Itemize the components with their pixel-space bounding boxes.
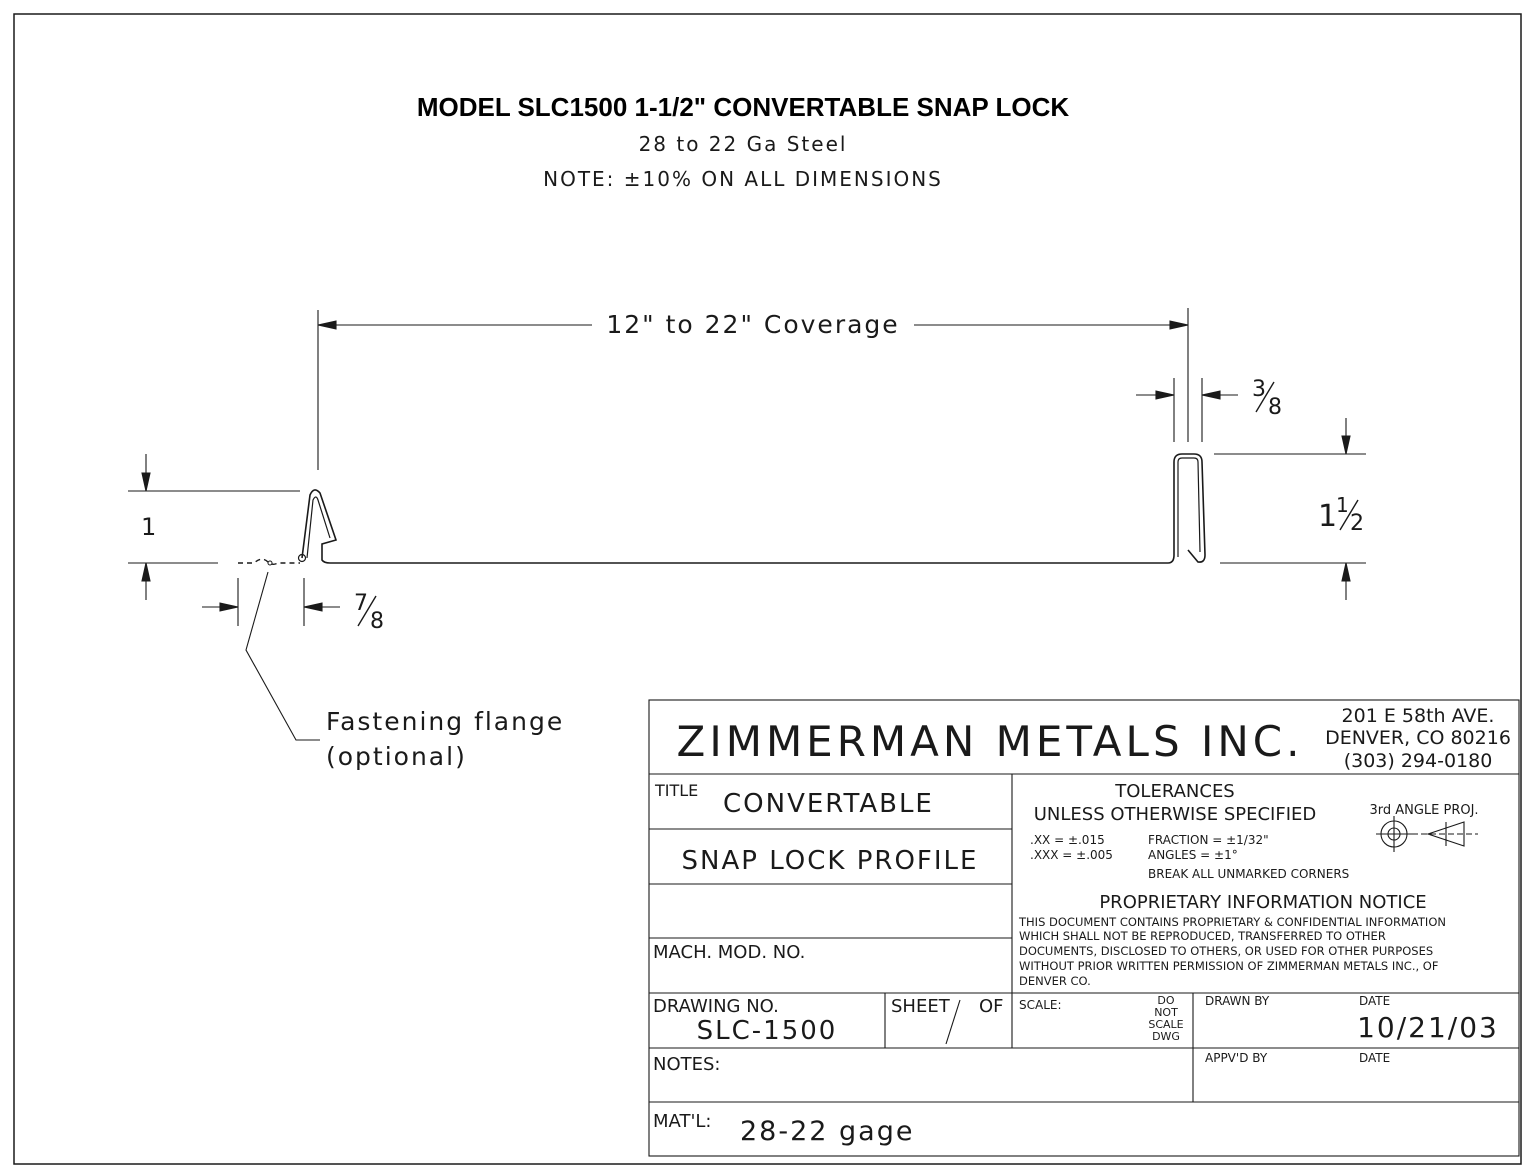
- lip-height-label: 1: [141, 513, 156, 541]
- tol-angles: ANGLES = ±1°: [1148, 848, 1238, 862]
- notes-label: NOTES:: [653, 1054, 721, 1075]
- dimension-labels: 12" to 22" Coverage 3 8 1 1 2 1 7 8 Fast…: [141, 310, 1364, 771]
- flange-arrow-right: [303, 602, 323, 612]
- flange-hinge-point: [297, 553, 307, 563]
- title-line1: CONVERTABLE: [723, 789, 934, 819]
- tolerances-heading: TOLERANCES: [1114, 781, 1235, 802]
- sheet-border: [13, 13, 1522, 1165]
- of-label: OF: [979, 996, 1004, 1017]
- height-arrow-top: [1341, 435, 1351, 455]
- rib-height-whole: 1: [1318, 499, 1337, 534]
- drawing-tolerance-note: NOTE: ±10% ON ALL DIMENSIONS: [543, 167, 943, 191]
- rib-width-num: 3: [1252, 377, 1266, 402]
- do-not-scale-1: DO: [1157, 994, 1174, 1007]
- title-line2: SNAP LOCK PROFILE: [682, 846, 979, 876]
- flange-leader-line: [245, 571, 320, 741]
- profile-drawing: [238, 453, 1206, 566]
- rib-arrow-right: [1201, 390, 1221, 400]
- flange-width-num: 7: [354, 591, 368, 616]
- date-label-2: DATE: [1359, 1051, 1390, 1065]
- tol-corners: BREAK ALL UNMARKED CORNERS: [1148, 867, 1349, 881]
- drawing-title: MODEL SLC1500 1-1/2" CONVERTABLE SNAP LO…: [416, 92, 1070, 122]
- proprietary-heading: PROPRIETARY INFORMATION NOTICE: [1099, 892, 1426, 913]
- proprietary-line: DENVER CO.: [1019, 974, 1091, 988]
- scale-label: SCALE:: [1019, 998, 1062, 1012]
- date-value: 10/21/03: [1357, 1011, 1499, 1044]
- do-not-scale-4: DWG: [1152, 1030, 1180, 1043]
- panel-profile-inner: [306, 457, 1201, 559]
- third-angle-projection-icon: [1376, 816, 1478, 852]
- title-block-text: ZIMMERMAN METALS INC. 201 E 58th AVE. DE…: [653, 705, 1511, 1147]
- flange-callout-line1: Fastening flange: [326, 707, 564, 736]
- tolerances-sub: UNLESS OTHERWISE SPECIFIED: [1034, 804, 1317, 825]
- projection-label: 3rd ANGLE PROJ.: [1369, 803, 1478, 818]
- rib-height-den: 2: [1350, 511, 1364, 536]
- lip-arrow-top: [141, 472, 151, 492]
- flange-width-den: 8: [370, 609, 384, 634]
- address-line2: DENVER, CO 80216: [1325, 727, 1511, 749]
- flange-arrow-left: [219, 602, 239, 612]
- appvd-by-label: APPV'D BY: [1205, 1051, 1268, 1065]
- panel-profile-line: [301, 453, 1206, 564]
- coverage-arrow-left: [317, 320, 337, 330]
- title-block: [648, 699, 1520, 1157]
- date-label: DATE: [1359, 994, 1390, 1008]
- proprietary-line: THIS DOCUMENT CONTAINS PROPRIETARY & CON…: [1018, 915, 1446, 929]
- drawing-subtitle: 28 to 22 Ga Steel: [638, 132, 848, 156]
- rib-height-num: 1: [1336, 493, 1349, 517]
- proprietary-line: DOCUMENTS, DISCLOSED TO OTHERS, OR USED …: [1019, 944, 1433, 958]
- flange-end-mark: [267, 560, 273, 566]
- height-arrow-bottom: [1341, 562, 1351, 582]
- company-name: ZIMMERMAN METALS INC.: [677, 717, 1304, 766]
- matl-label: MAT'L:: [653, 1111, 711, 1132]
- mach-mod-label: MACH. MOD. NO.: [653, 942, 805, 963]
- do-not-scale-2: NOT: [1154, 1006, 1178, 1019]
- address-line1: 201 E 58th AVE.: [1342, 705, 1495, 727]
- rib-height-frac-bar: [1339, 499, 1359, 531]
- drawn-by-label: DRAWN BY: [1205, 994, 1270, 1008]
- do-not-scale-3: SCALE: [1148, 1018, 1183, 1031]
- phone-number: (303) 294-0180: [1344, 750, 1493, 772]
- title-label: TITLE: [654, 781, 698, 800]
- tol-xx: .XX = ±.015: [1030, 833, 1105, 847]
- tol-xxx: .XXX = ±.005: [1030, 848, 1113, 862]
- proprietary-line: WITHOUT PRIOR WRITTEN PERMISSION OF ZIMM…: [1019, 959, 1438, 973]
- coverage-label: 12" to 22" Coverage: [606, 310, 899, 339]
- rib-arrow-left: [1155, 390, 1175, 400]
- dimensions: [128, 308, 1366, 741]
- title-block-frame: [648, 699, 1520, 1157]
- drawing-no-label: DRAWING NO.: [653, 996, 779, 1017]
- lip-arrow-bottom: [141, 562, 151, 582]
- coverage-arrow-right: [1169, 320, 1189, 330]
- rib-width-den: 8: [1268, 395, 1282, 420]
- drawing-no-value: SLC-1500: [697, 1016, 838, 1046]
- flange-width-frac-bar: [357, 595, 377, 627]
- matl-value: 28-22 gage: [740, 1116, 914, 1147]
- proprietary-line: WHICH SHALL NOT BE REPRODUCED, TRANSFERR…: [1019, 929, 1386, 943]
- rib-width-frac-bar: [1255, 381, 1275, 413]
- sheet-label: SHEET: [891, 996, 951, 1017]
- tol-fraction: FRACTION = ±1/32": [1148, 833, 1269, 847]
- flange-callout-line2: (optional): [326, 742, 467, 771]
